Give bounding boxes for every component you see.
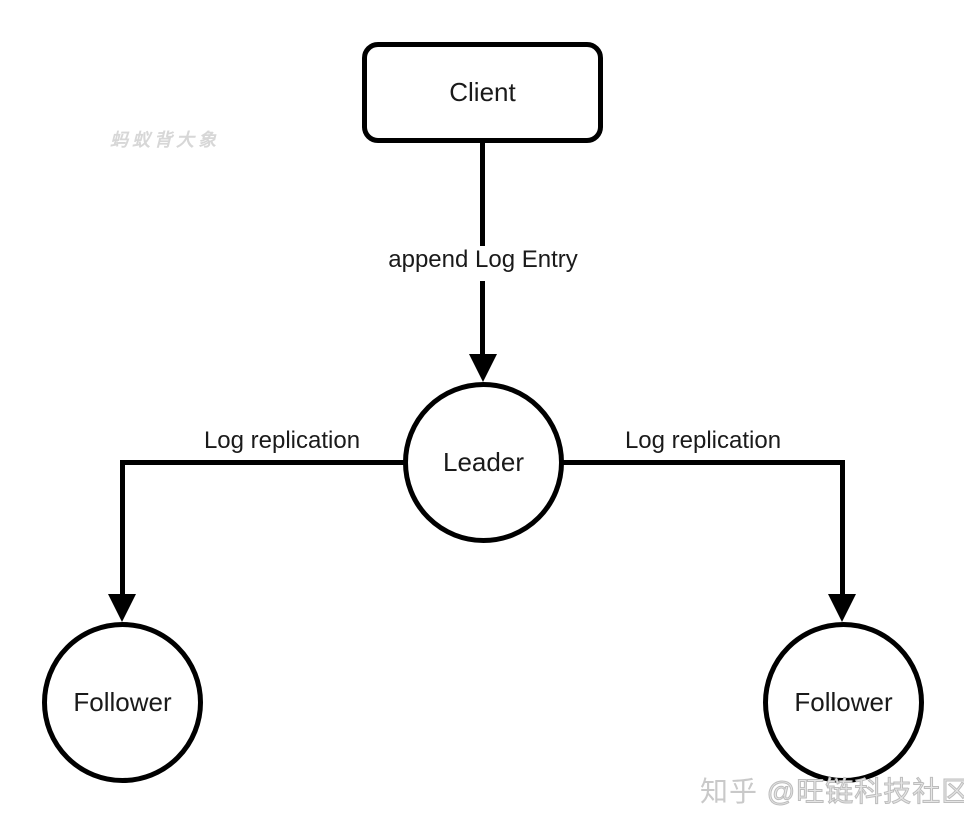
edge-client-leader-label: append Log Entry bbox=[384, 246, 582, 274]
edge-leader-follower-right-label: Log replication bbox=[624, 427, 782, 454]
node-leader: Leader bbox=[403, 382, 564, 543]
edge-client-leader-line-bottom bbox=[480, 281, 485, 356]
edge-client-leader-line-top bbox=[480, 143, 485, 246]
edge-leader-follower-right-hline bbox=[560, 460, 845, 465]
edge-leader-follower-left-label: Log replication bbox=[203, 427, 361, 454]
node-follower-right-label: Follower bbox=[794, 687, 893, 717]
watermark-left: 蚂蚁背大象 bbox=[110, 130, 220, 150]
watermark-zhihu-label: 知乎 bbox=[700, 776, 767, 807]
node-client: Client bbox=[362, 42, 603, 143]
watermark-bottom-right: 知乎 @旺链科技社区 bbox=[700, 770, 964, 810]
node-leader-label: Leader bbox=[443, 447, 524, 477]
watermark-author-handle: @旺链科技社区 bbox=[766, 776, 964, 808]
node-follower-left-label: Follower bbox=[73, 687, 172, 717]
arrowhead-leader-follower-right-icon bbox=[828, 594, 856, 622]
node-follower-right: Follower bbox=[763, 622, 924, 783]
edge-leader-follower-left-hline bbox=[122, 460, 407, 465]
edge-leader-follower-left-vline bbox=[120, 460, 125, 596]
arrowhead-leader-follower-left-icon bbox=[108, 594, 136, 622]
arrowhead-client-leader-icon bbox=[469, 354, 497, 382]
edge-leader-follower-right-vline bbox=[840, 460, 845, 596]
node-follower-left: Follower bbox=[42, 622, 203, 783]
node-client-label: Client bbox=[449, 77, 516, 107]
